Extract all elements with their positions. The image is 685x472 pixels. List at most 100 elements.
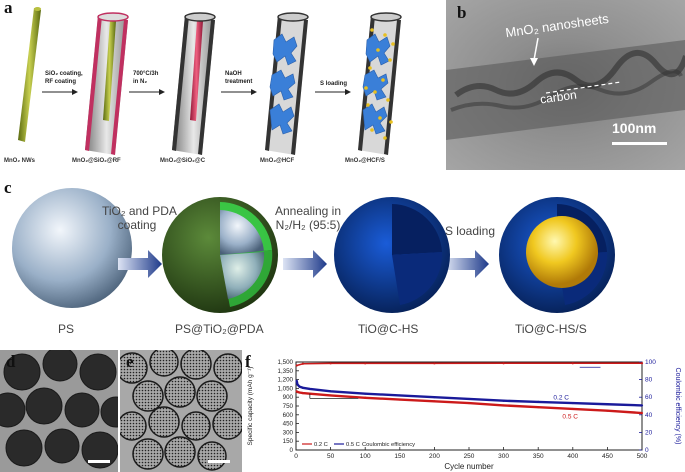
series-point-2 [329,362,332,365]
flow-arrow-c1 [118,250,162,278]
series-point-0 [364,392,367,395]
series-line-2 [296,362,642,367]
y2-axis-label: Coulombic efficiency (%) [674,368,681,445]
flow-arrow-c3 [445,250,489,278]
series-point-1 [329,394,332,397]
flow-arrow-a4 [315,89,351,95]
stage-c2-label: PS@TiO₂@PDA [175,322,264,336]
series-point-1 [571,407,574,411]
y-tick-label: 0 [290,447,294,454]
series-point-1 [433,400,436,403]
y-tick-label: 150 [283,438,294,445]
series-point-0 [640,404,644,407]
series-point-2 [571,362,574,365]
y2-tick-label: 0 [645,447,649,454]
x-tick-label: 0 [294,453,298,460]
series-point-2 [502,362,505,365]
series-point-2 [301,362,305,365]
stage-a5-label: MnO₂@HCF/S [345,158,385,164]
tube-sio2-c [172,12,216,155]
tube-hcf-s [358,12,402,155]
series-point-0 [398,394,401,397]
tem-image-d [0,350,118,472]
series-point-0 [433,396,436,399]
series-point-1 [537,406,540,409]
legend-label-ce: Coulombic efficiency [362,442,415,448]
series-point-0 [298,385,301,388]
series-point-1 [301,391,305,395]
y-tick-label: 1,350 [278,368,294,375]
tube-sio2-rf [85,12,129,155]
panel-letter-d: d [6,352,16,371]
x-axis-label: Cycle number [444,462,494,471]
y-tick-label: 1,200 [278,377,294,384]
series-point-1 [640,411,644,415]
stage-a1-label: MnO₂ NWs [4,158,35,164]
y-tick-label: 750 [283,403,294,410]
series-point-0 [329,390,332,393]
series-point-1 [606,409,609,412]
tube-hcf [265,12,309,155]
nanowire-rod [18,7,42,142]
stage-a3-label: MnO₂@SiO₂@C [160,158,206,164]
ps-tio2-pda-sphere [162,197,278,313]
step-a1: SiO₂ coating,RF coating [45,71,83,85]
series-point-0 [537,400,540,403]
y2-tick-label: 20 [645,429,653,436]
plot-frame [295,361,643,451]
flow-arrow-a2 [129,89,165,95]
series-point-1 [308,392,311,395]
panel-c-schematic [12,188,615,313]
panel-a-schematic [18,7,402,155]
panel-letter-f: f [245,352,251,371]
annotation-05c: 0.5 C [562,413,578,420]
y-tick-label: 900 [283,394,294,401]
legend-label-05c: 0.5 C [346,442,360,448]
series-point-2 [640,362,644,365]
stage-a4-label: MnO₂@HCF [260,158,295,164]
x-tick-label: 500 [637,453,648,460]
x-tick-label: 50 [327,453,335,460]
series-point-1 [398,398,401,401]
x-tick-label: 450 [602,453,613,460]
panel-letter-c: c [4,178,12,197]
series-point-1 [296,390,299,394]
y-tick-label: 600 [283,412,294,419]
y-tick-label: 1,050 [278,385,294,392]
stage-c4-label: TiO@C-HS/S [515,322,587,336]
series-point-0 [606,403,609,406]
series-point-2 [433,362,436,365]
annotation-02c: 0.2 C [553,395,569,402]
series-point-0 [308,387,311,391]
tem-image-b [446,0,685,170]
step-a4: S loading [320,81,347,87]
panel-letter-b: b [457,3,467,22]
series-line-0 [295,380,643,407]
series-point-0 [295,379,298,382]
x-tick-label: 250 [464,453,475,460]
step-c3: S loading [444,224,496,238]
x-tick-label: 150 [394,453,405,460]
y2-tick-label: 80 [645,377,653,384]
series-point-0 [467,397,471,401]
ps-sphere [12,188,132,308]
tem-image-e [120,350,242,472]
y-axis-label: Specific capacity (mAh g⁻¹) [247,367,254,446]
series-point-2 [364,362,367,365]
x-tick-label: 350 [533,453,544,460]
tem-texture [446,37,685,145]
y-tick-label: 450 [283,421,294,428]
y2-tick-label: 40 [645,412,653,419]
y-tick-label: 300 [283,429,294,436]
series-point-0 [301,386,305,389]
flow-arrow-c2 [283,250,327,278]
tio-c-hs-sphere [334,197,450,313]
flow-arrow-a1 [42,89,78,95]
y2-tick-label: 100 [645,359,656,366]
stage-c1-label: PS [58,322,75,336]
series-point-1 [364,396,367,399]
y2-tick-label: 60 [645,394,653,401]
